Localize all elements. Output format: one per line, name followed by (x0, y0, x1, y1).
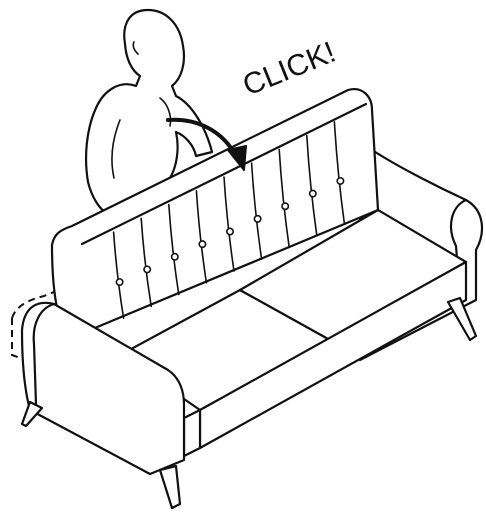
tuft-button (254, 216, 260, 222)
left-armrest (22, 303, 184, 474)
tuft-button (282, 203, 288, 209)
tuft-button (227, 228, 233, 234)
tuft-button (199, 241, 205, 247)
tuft-button (116, 279, 122, 285)
tuft-button (337, 178, 343, 184)
tuft-button (310, 190, 316, 196)
tuft-button (144, 266, 150, 272)
tuft-button (172, 254, 178, 260)
click-callout: CLICK! (238, 36, 340, 103)
